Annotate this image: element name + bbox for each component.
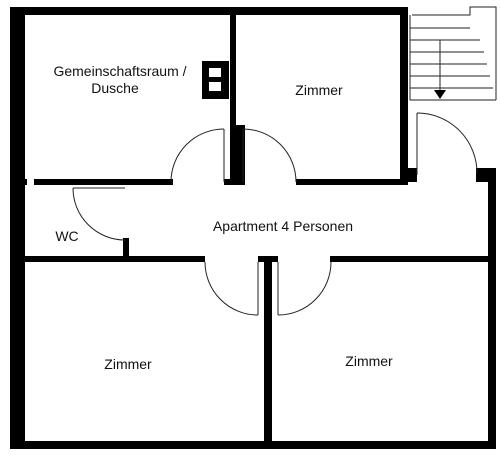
- room-bottom-right-label: Zimmer: [345, 353, 393, 369]
- walls: [10, 7, 496, 449]
- left-wall-vents: [27, 165, 34, 216]
- chimney-flue-bottom: [209, 82, 221, 91]
- wall-corridor-top-b: [224, 179, 245, 185]
- wall-right-upper: [400, 7, 408, 182]
- wall-left: [10, 7, 25, 449]
- door-common-room: [170, 128, 225, 183]
- staircase-icon: [409, 6, 497, 101]
- chimney-icon: [202, 61, 229, 99]
- wall-wc-right: [123, 238, 129, 262]
- door-swing-icon: [277, 261, 332, 316]
- door-swing-icon: [72, 187, 126, 241]
- door-swing-icon: [204, 261, 259, 316]
- wall-bottom: [10, 441, 496, 449]
- door-room-top-right: [242, 128, 297, 183]
- stair-outline: [412, 6, 497, 100]
- common-room-label-line2: Dusche: [91, 80, 139, 96]
- vent-slot: [27, 207, 34, 216]
- wall-between-top-rooms: [230, 7, 236, 135]
- chimney-outer: [202, 61, 229, 99]
- wall-corridor-bottom-c: [330, 256, 496, 262]
- door-swing-icon: [242, 128, 297, 183]
- door-wc: [72, 187, 126, 241]
- room-bottom-left-label: Zimmer: [104, 356, 152, 372]
- wall-corridor-top-c: [296, 179, 408, 185]
- door-swing-icon: [170, 128, 225, 183]
- wall-between-top-rooms-end: [230, 125, 245, 185]
- wall-top: [10, 7, 408, 15]
- hallway-label: Apartment 4 Personen: [213, 218, 353, 234]
- vent-slot: [27, 179, 34, 188]
- wall-right-lower: [488, 172, 496, 449]
- vent-slot: [27, 193, 34, 202]
- wall-corridor-bottom-a: [25, 256, 205, 262]
- wc-label: WC: [55, 228, 78, 244]
- door-swing-icon: [416, 112, 478, 174]
- wall-right-upper-cap: [400, 168, 417, 182]
- chimney-flue-top: [209, 68, 221, 77]
- vent-slot: [27, 165, 34, 174]
- wall-right-step: [476, 168, 496, 182]
- doors: [72, 112, 478, 316]
- wall-between-bottom-rooms: [264, 256, 272, 449]
- door-room-bottom-right: [277, 261, 332, 316]
- wall-corridor-top-a: [25, 179, 173, 185]
- room-labels: Gemeinschaftsraum / Dusche Zimmer WC Apa…: [53, 63, 393, 372]
- room-top-right-label: Zimmer: [295, 82, 343, 98]
- common-room-label-line1: Gemeinschaftsraum /: [53, 63, 186, 79]
- arrow-down-icon: [434, 90, 446, 99]
- door-stairwell: [416, 112, 478, 175]
- door-room-bottom-left: [204, 261, 259, 316]
